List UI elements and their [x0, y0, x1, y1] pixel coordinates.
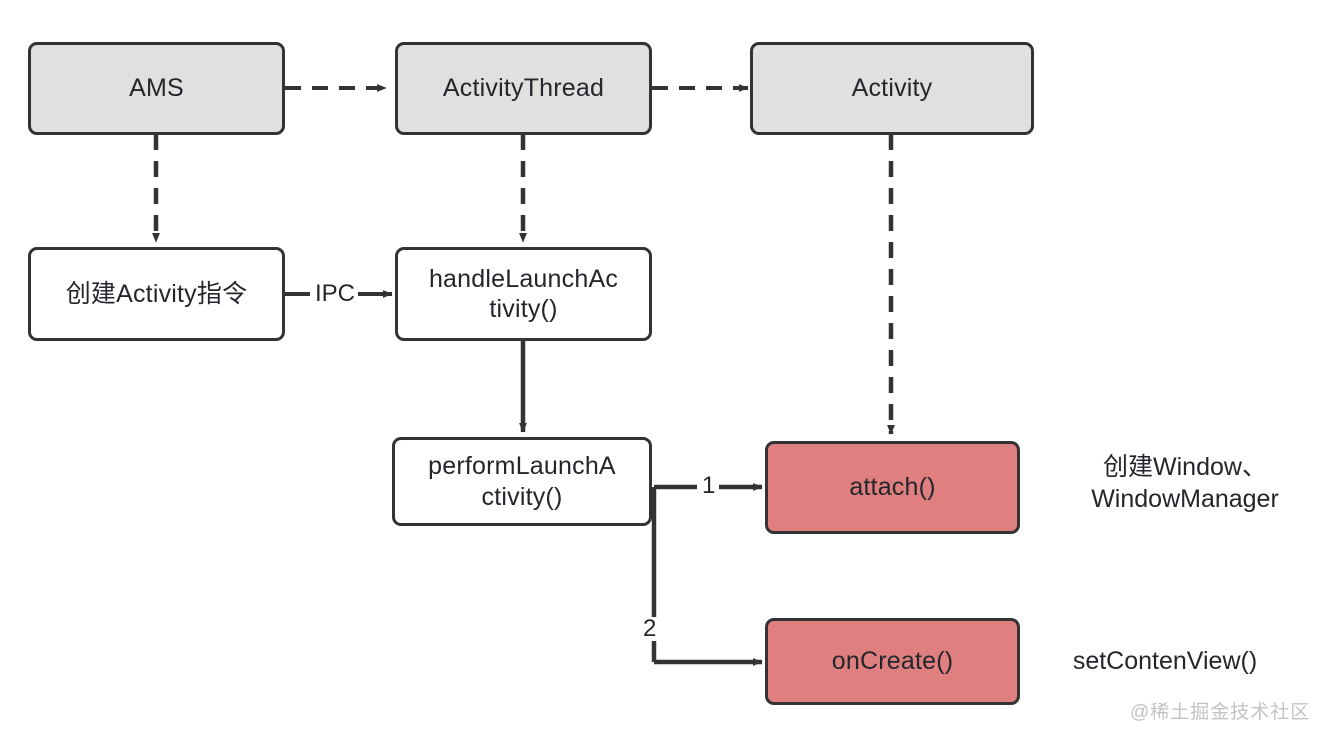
node-handle-launch-activity[interactable]: handleLaunchAc tivity() [395, 247, 652, 341]
node-ams[interactable]: AMS [28, 42, 285, 135]
note-oncreate-setcontentview: setContenView() [1072, 647, 1258, 675]
note-attach-window: 创建Window、 WindowManager [1091, 453, 1279, 513]
node-attach[interactable]: attach() [765, 441, 1020, 534]
node-create-activity-command[interactable]: 创建Activity指令 [28, 247, 285, 341]
edge-label-branch-2: 2 [642, 615, 658, 642]
watermark: @稀土掘金技术社区 [1130, 702, 1311, 723]
node-activity[interactable]: Activity [750, 42, 1034, 135]
node-oncreate[interactable]: onCreate() [765, 618, 1020, 705]
node-activity-thread[interactable]: ActivityThread [395, 42, 652, 135]
edge-label-branch-1: 1 [701, 472, 717, 499]
edge-label-ipc: IPC [314, 280, 357, 307]
node-perform-launch-activity[interactable]: performLaunchA ctivity() [392, 437, 652, 526]
